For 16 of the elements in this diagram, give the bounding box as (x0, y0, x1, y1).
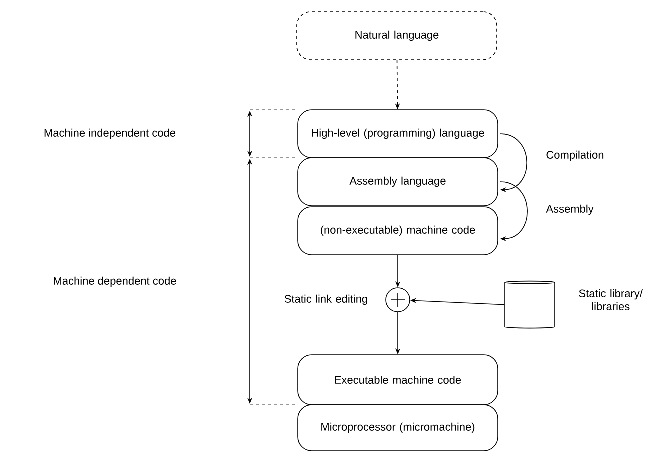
edge-label: Assembly (546, 204, 594, 216)
cylinder (504, 280, 556, 329)
dashed-box: Natural language (296, 12, 498, 60)
side-label: Machine dependent code (54, 276, 176, 288)
side-label: Static link editing (284, 294, 368, 306)
edge-label: Compilation (546, 150, 604, 162)
curved-arrow (500, 182, 528, 242)
rounded-box: High-level (programming) language (298, 110, 498, 158)
curved-arrow (500, 134, 528, 193)
rounded-box: Assembly language (298, 158, 498, 206)
side-label: Static library/ libraries (579, 289, 643, 311)
rounded-box: (non-executable) machine code (298, 206, 498, 256)
side-label: Machine independent code (44, 128, 176, 140)
rounded-box: Microprocessor (micromachine) (298, 404, 498, 452)
rounded-box: Executable machine code (298, 354, 498, 406)
plus-circle (386, 288, 410, 312)
